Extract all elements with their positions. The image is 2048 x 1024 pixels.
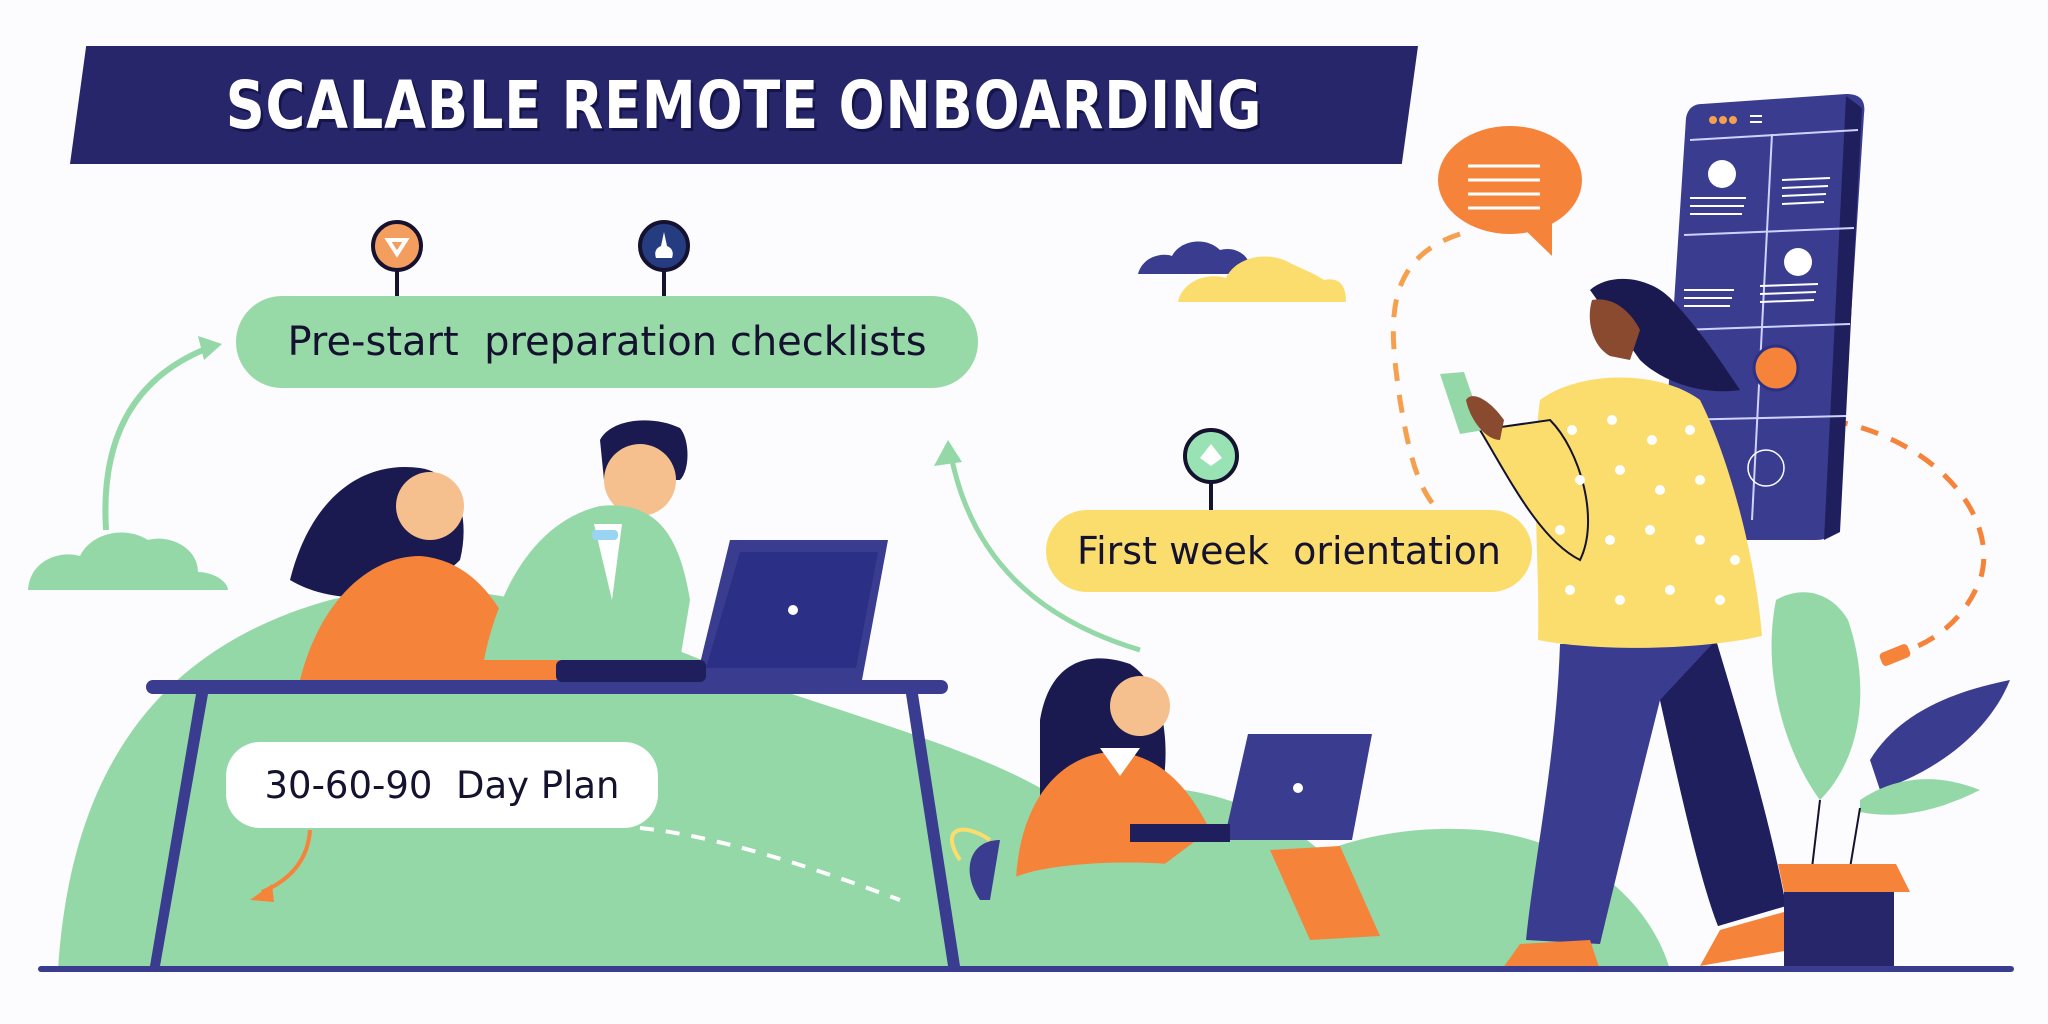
pin-navy <box>638 220 690 310</box>
callout-label: 30-60-90 Day Plan <box>264 763 620 807</box>
dashed-path-white <box>639 826 901 902</box>
desk <box>146 680 960 966</box>
yellow-cloud <box>1178 256 1346 302</box>
callout-prestart-checklists: Pre-start preparation checklists <box>236 296 978 388</box>
callout-first-week-orientation: First week orientation <box>1046 510 1532 592</box>
callout-label: First week orientation <box>1077 529 1501 573</box>
left-cloud <box>28 532 228 590</box>
callout-30-60-90-plan: 30-60-90 Day Plan <box>226 742 658 828</box>
rocket-icon <box>655 232 673 258</box>
standing-woman <box>1440 278 1790 972</box>
man-in-green-jacket <box>484 420 690 660</box>
leaf-drop-icon <box>1200 444 1222 466</box>
woman-with-laptop <box>949 658 1380 956</box>
curved-arrow-left <box>102 345 210 531</box>
dashed-path-orange <box>1390 231 1461 523</box>
potted-plant <box>1771 592 2010 966</box>
ground-line <box>38 966 2014 972</box>
title-banner: SCALABLE REMOTE ONBOARDING <box>70 46 1418 164</box>
download-triangle-icon <box>384 238 410 258</box>
callout-label: Pre-start preparation checklists <box>287 319 927 365</box>
curved-arrow-center <box>947 449 1141 653</box>
dashed-path-right <box>1829 417 1987 661</box>
laptop <box>556 540 888 682</box>
page-title: SCALABLE REMOTE ONBOARDING <box>225 66 1263 144</box>
navy-cloud <box>1138 241 1250 274</box>
chat-bubble-icon <box>1438 126 1582 256</box>
pin-green <box>1183 428 1239 522</box>
